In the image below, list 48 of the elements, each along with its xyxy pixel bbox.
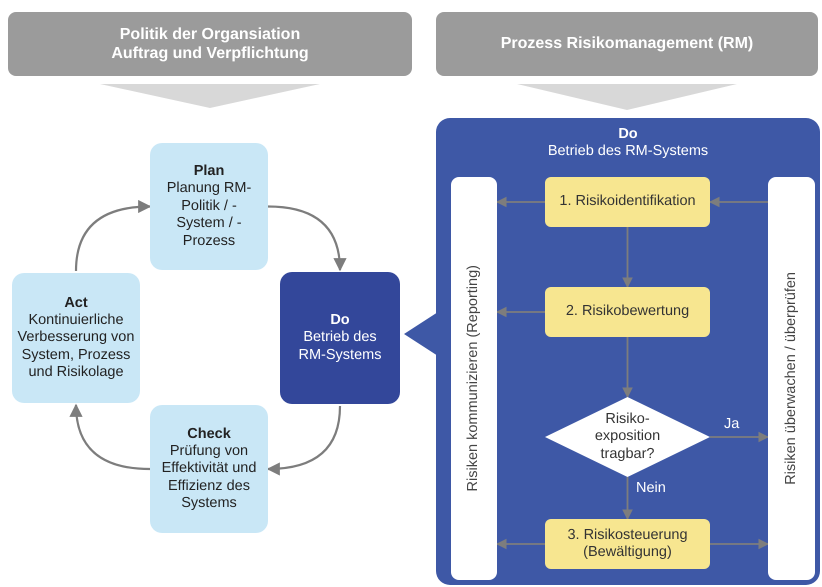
arrow <box>496 196 545 208</box>
node-heading: Do <box>618 126 638 144</box>
bar-label: Risiken kommunizieren (Reporting) <box>465 265 482 492</box>
phase-box <box>150 405 268 533</box>
phase-box <box>150 143 268 270</box>
chevron-arrow <box>100 84 320 108</box>
arrow <box>622 227 633 288</box>
arrow <box>622 337 633 398</box>
process-box <box>545 177 710 227</box>
arrow <box>622 477 633 520</box>
node-text: 1. Risikoidentifikation <box>559 193 696 211</box>
node-heading: Check <box>187 426 231 443</box>
node-text: 3. Risikosteuerung (Bewältigung) <box>566 526 689 562</box>
side-bar <box>451 177 497 580</box>
side-bar <box>768 177 815 580</box>
node-text: Prüfung von Effektivität und Effizienz des Systems <box>160 442 258 512</box>
arrow <box>268 205 346 272</box>
chevron-arrow <box>517 84 737 110</box>
process-panel <box>436 118 820 585</box>
node-heading: Do <box>330 312 350 330</box>
arrow <box>708 196 768 208</box>
callout-pointer <box>404 312 438 356</box>
node-text: Kontinuierliche Verbesserung von System, Prozess und Risikolage <box>16 312 136 382</box>
phase-box <box>12 273 140 403</box>
header-bar <box>436 12 818 76</box>
arrow <box>266 406 342 476</box>
process-box <box>545 519 710 569</box>
node-heading: Prozess Risikomanagement (RM) <box>500 34 754 54</box>
node-heading: Act <box>64 294 88 312</box>
node-text: Planung RM-Politik / -System / -Prozess <box>166 180 252 250</box>
decision-diamond <box>545 397 710 477</box>
node-text: 2. Risikobewertung <box>566 303 690 321</box>
node-heading: Auftrag und Verpflichtung <box>111 44 309 64</box>
node-heading: Plan <box>194 163 224 180</box>
arrow <box>496 306 545 318</box>
node-text: Risiko- exposition tragbar? <box>594 410 662 464</box>
arrow <box>74 200 152 272</box>
arrow <box>496 538 545 550</box>
process-box <box>545 287 710 337</box>
header-bar <box>8 12 412 76</box>
node-heading: Politik der Organsiation <box>120 24 300 44</box>
phase-box <box>280 272 400 404</box>
arrow <box>710 538 770 550</box>
bar-label: Risiken überwachen / überprüfen <box>782 272 800 485</box>
node-text: Betrieb des RM-Systems <box>298 329 382 364</box>
arrow <box>710 432 770 442</box>
node-text: Betrieb des RM-Systems <box>548 143 708 161</box>
arrow <box>70 404 150 470</box>
